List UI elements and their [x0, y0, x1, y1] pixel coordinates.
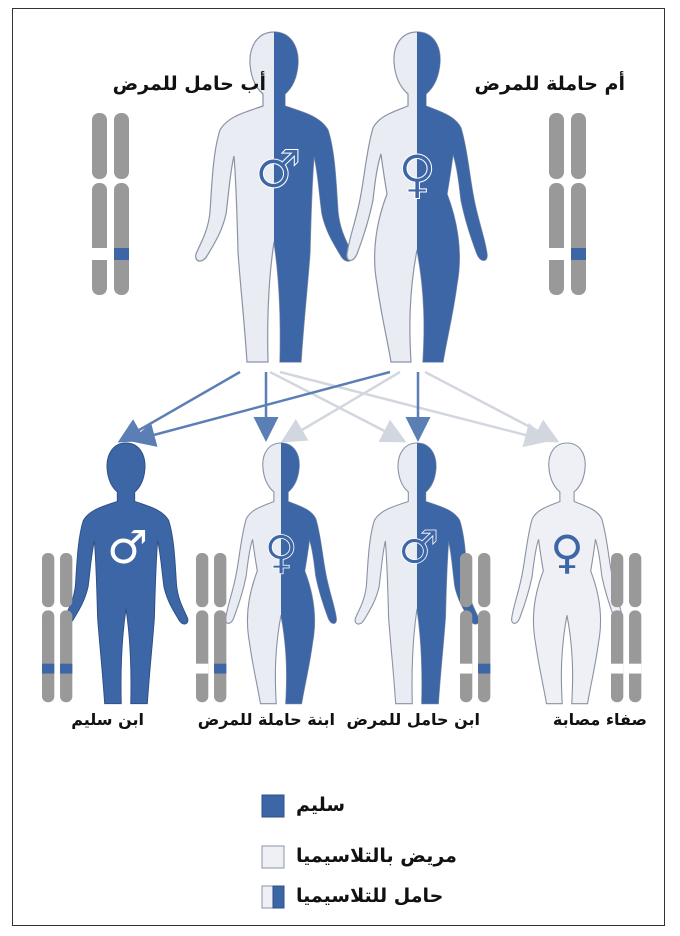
- child-healthy-son: ♂: [64, 443, 188, 704]
- carrier-son-chromosomes: [460, 553, 490, 702]
- child-label-carrier-daughter: ابنة حاملة للمرض: [198, 710, 335, 729]
- mother-chromosomes: [549, 113, 586, 295]
- mother-figure: ♀: [347, 32, 487, 362]
- legend-healthy-label: سليم: [296, 794, 345, 816]
- child-label-carrier-son: ابن حامل للمرض: [347, 710, 481, 729]
- legend-carrier-label: حامل للتلاسيميا: [296, 885, 443, 907]
- legend-swatches: [262, 795, 284, 908]
- mother-label: أم حاملة للمرض: [474, 73, 625, 95]
- male-symbol-icon: ♂: [398, 520, 439, 574]
- child-affected-daughter: ♀: [512, 443, 623, 704]
- child-label-healthy-son: ابن سليم: [71, 710, 144, 729]
- female-symbol-icon: ♀: [264, 525, 298, 579]
- affected-daughter-chromosomes: [611, 553, 641, 702]
- child-label-affected-daughter: صفاء مصابة: [553, 710, 647, 729]
- male-symbol-icon: ♂: [255, 140, 302, 200]
- female-symbol-icon: ♀: [550, 525, 584, 579]
- carrier-daughter-chromosomes: [196, 553, 226, 702]
- legend-affected-label: مريض بالتلاسيميا: [296, 845, 457, 867]
- legend-affected-swatch: [262, 846, 284, 868]
- healthy-son-chromosomes: [42, 553, 72, 702]
- male-symbol-icon: ♂: [107, 520, 148, 574]
- arrows-strong: [122, 372, 418, 440]
- father-chromosomes: [92, 113, 129, 295]
- arrows-faint: [270, 372, 555, 440]
- female-symbol-icon: ♀: [398, 145, 436, 205]
- legend-carrier-swatch: [262, 886, 273, 908]
- legend-healthy-swatch: [262, 795, 284, 817]
- child-carrier-daughter: ♀: [226, 443, 337, 704]
- father-label: أب حامل للمرض: [113, 73, 266, 95]
